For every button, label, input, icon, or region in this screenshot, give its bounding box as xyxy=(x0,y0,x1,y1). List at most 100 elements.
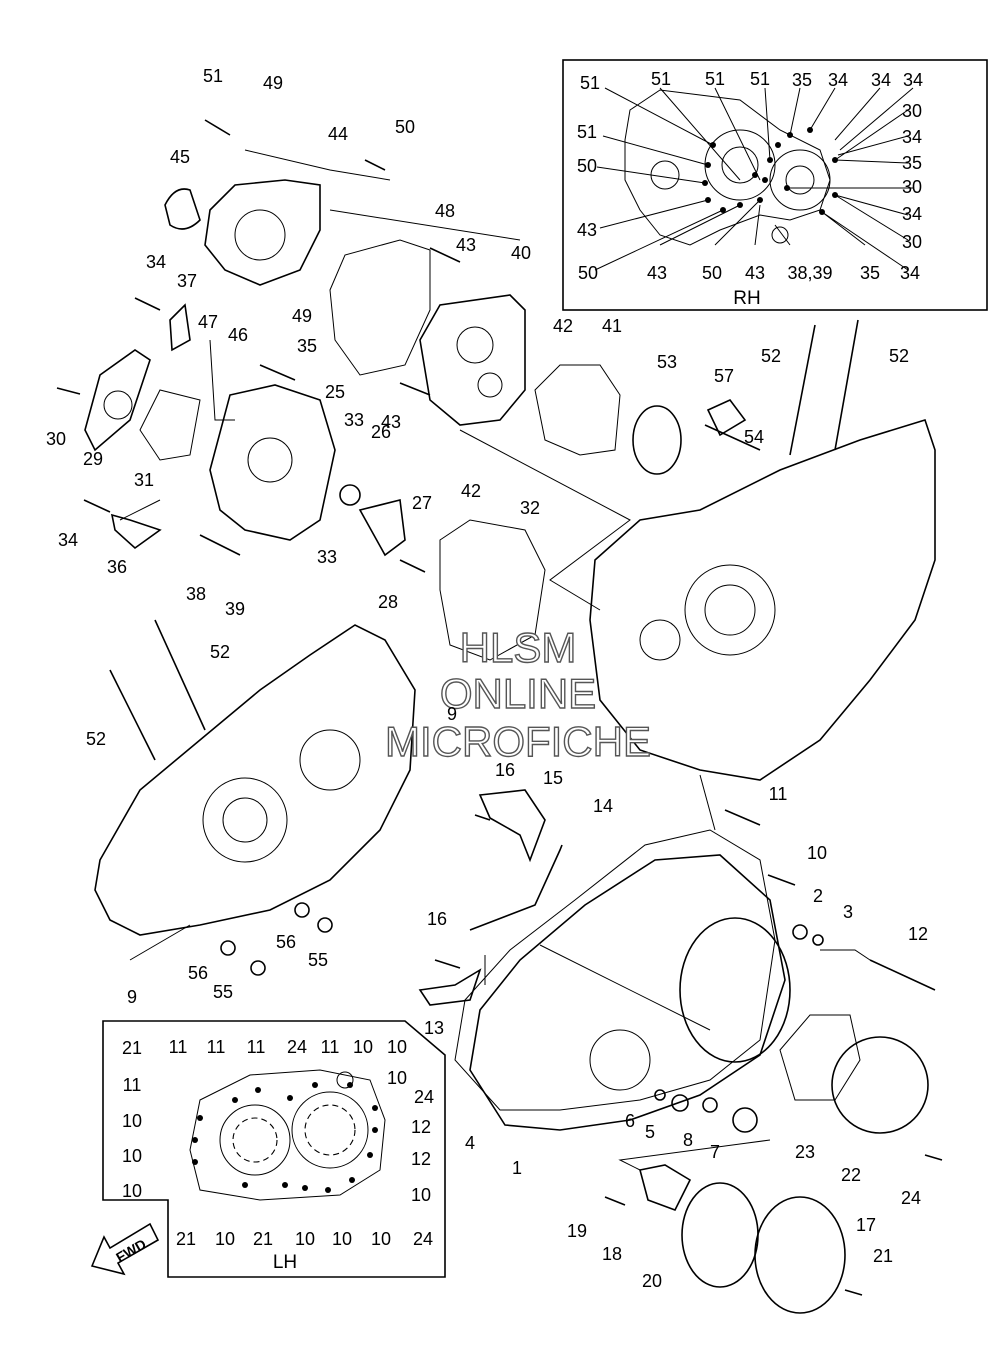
callout-number: 20 xyxy=(642,1271,662,1291)
lh-label: LH xyxy=(273,1252,297,1273)
callout-number: 4 xyxy=(465,1133,475,1153)
callout-number: 43 xyxy=(456,235,476,255)
callout-number: 12 xyxy=(411,1117,431,1137)
lh-inset-frame xyxy=(102,1020,446,1278)
callout-number: 34 xyxy=(58,530,78,550)
callout-number: 21 xyxy=(122,1038,142,1058)
callout-number: 22 xyxy=(841,1165,861,1185)
callout-number: 36 xyxy=(107,557,127,577)
callout-number: 29 xyxy=(83,449,103,469)
callout-number: 10 xyxy=(387,1037,407,1057)
callout-number: 45 xyxy=(170,147,190,167)
callout-number: 11 xyxy=(123,1075,142,1095)
callout-number: 41 xyxy=(602,316,622,336)
callout-number: 39 xyxy=(225,599,245,619)
callout-number: 10 xyxy=(371,1229,391,1249)
callout-number: 11 xyxy=(769,784,788,804)
callout-number: 51 xyxy=(750,69,770,89)
callout-number: 10 xyxy=(353,1037,373,1057)
lh-inset xyxy=(102,1020,446,1278)
callout-number: 43 xyxy=(381,412,401,432)
callout-number: 19 xyxy=(567,1221,587,1241)
callout-number: 10 xyxy=(122,1146,142,1166)
callout-number: 21 xyxy=(873,1246,893,1266)
callout-number: 5 xyxy=(645,1122,655,1142)
callout-number: 30 xyxy=(902,177,922,197)
callout-number: 11 xyxy=(247,1037,266,1057)
callout-number: 38,39 xyxy=(787,263,832,283)
callout-number: 30 xyxy=(902,101,922,121)
callout-number: 34 xyxy=(902,204,922,224)
callout-number: 49 xyxy=(263,73,283,93)
callout-number: 50 xyxy=(578,263,598,283)
callout-number: 40 xyxy=(511,243,531,263)
callout-number: 53 xyxy=(657,352,677,372)
callout-number: 10 xyxy=(411,1185,431,1205)
callout-number: 17 xyxy=(856,1215,876,1235)
callout-number: 56 xyxy=(188,963,208,983)
callout-number: 8 xyxy=(683,1130,693,1150)
callout-number: 52 xyxy=(86,729,106,749)
callout-number: 18 xyxy=(602,1244,622,1264)
callout-number: 55 xyxy=(308,950,328,970)
callout-number: 10 xyxy=(332,1229,352,1249)
callout-number: 28 xyxy=(378,592,398,612)
callout-number: 14 xyxy=(593,796,613,816)
callout-number: 38 xyxy=(186,584,206,604)
callout-number: 34 xyxy=(902,127,922,147)
callout-number: 51 xyxy=(705,69,725,89)
watermark-line1: HLSM xyxy=(460,624,577,671)
callout-number: 34 xyxy=(900,263,920,283)
callout-number: 44 xyxy=(328,124,348,144)
callout-number: 50 xyxy=(395,117,415,137)
callout-number: 10 xyxy=(387,1068,407,1088)
callout-number: 12 xyxy=(908,924,928,944)
callout-number: 52 xyxy=(761,346,781,366)
callout-number: 3 xyxy=(843,902,853,922)
callout-number: 43 xyxy=(647,263,667,283)
callout-number: 48 xyxy=(435,201,455,221)
callout-number: 37 xyxy=(177,271,197,291)
callout-number: 27 xyxy=(412,493,432,513)
callout-number: 9 xyxy=(447,704,457,724)
callout-number: 23 xyxy=(795,1142,815,1162)
callout-number: 13 xyxy=(424,1018,444,1038)
callout-number: 24 xyxy=(414,1087,434,1107)
callout-number: 42 xyxy=(553,316,573,336)
callout-number: 51 xyxy=(203,66,223,86)
callout-number: 35 xyxy=(297,336,317,356)
fwd-label: FWD xyxy=(113,1236,149,1266)
callout-number: 34 xyxy=(903,70,923,90)
callout-number: 24 xyxy=(901,1188,921,1208)
callout-number: 57 xyxy=(714,366,734,386)
callout-number: 34 xyxy=(146,252,166,272)
callout-number: 51 xyxy=(580,73,600,93)
callout-number: 34 xyxy=(828,70,848,90)
callout-number: 52 xyxy=(889,346,909,366)
callout-number: 25 xyxy=(325,382,345,402)
callout-number: 24 xyxy=(413,1229,433,1249)
callout-number: 10 xyxy=(122,1181,142,1201)
callout-number: 1 xyxy=(512,1158,522,1178)
callout-number: 30 xyxy=(46,429,66,449)
callout-number: 21 xyxy=(176,1229,196,1249)
fwd-arrow: FWD xyxy=(90,1222,160,1276)
watermark: HLSM ONLINE MICROFICHE xyxy=(384,623,651,765)
callout-number: 35 xyxy=(792,70,812,90)
callout-number: 10 xyxy=(807,843,827,863)
callout-number: 35 xyxy=(860,263,880,283)
callout-number: 46 xyxy=(228,325,248,345)
callout-number: 11 xyxy=(207,1037,226,1057)
callout-number: 11 xyxy=(321,1037,340,1057)
watermark-line3: MICROFICHE xyxy=(385,718,651,765)
callout-number: 49 xyxy=(292,306,312,326)
callout-number: 16 xyxy=(427,909,447,929)
callout-number: 12 xyxy=(411,1149,431,1169)
callout-number: 55 xyxy=(213,982,233,1002)
callout-number: 10 xyxy=(122,1111,142,1131)
callout-number: 9 xyxy=(127,987,137,1007)
callout-number: 54 xyxy=(744,427,764,447)
callout-number: 11 xyxy=(169,1037,188,1057)
